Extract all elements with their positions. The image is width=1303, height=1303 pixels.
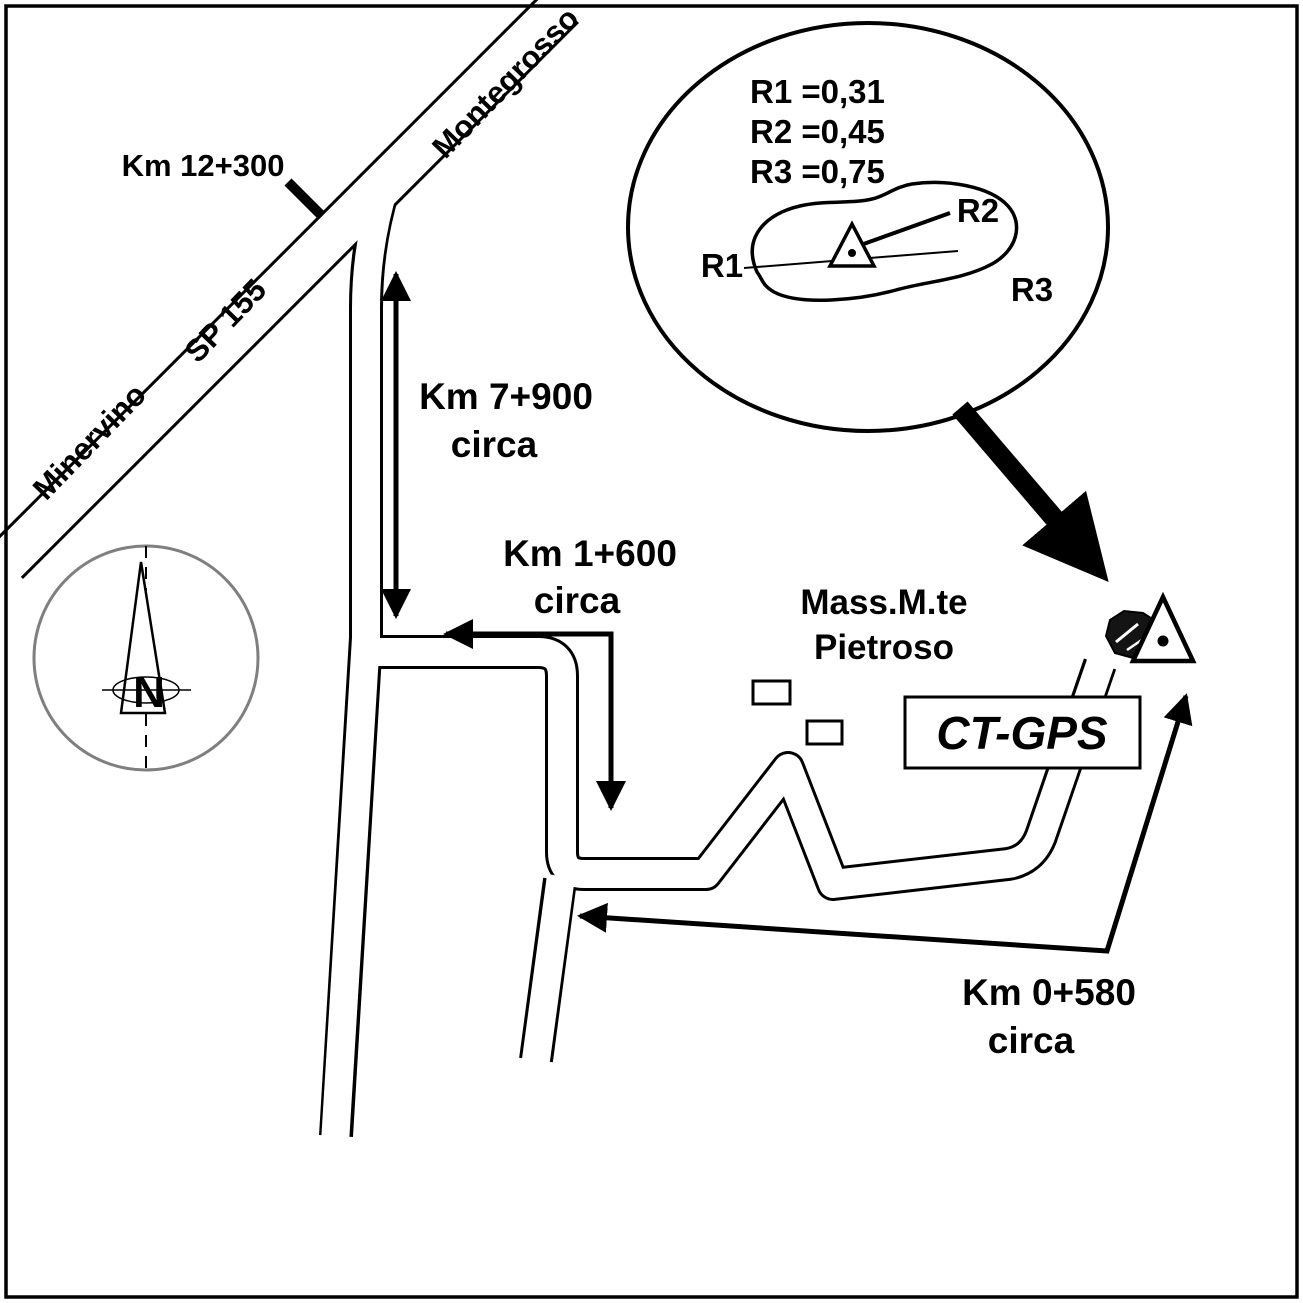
- farm-building-1: [751, 679, 792, 706]
- compass-rose: N: [32, 544, 260, 772]
- km-0-580-circa-label: circa: [988, 1020, 1075, 1061]
- km-12-300-tick: [284, 178, 326, 220]
- main-road-surface: [0, 0, 584, 584]
- mass-mte-pietroso-label-line2: Pietroso: [814, 628, 954, 667]
- montegrosso-label: Montegrosso: [425, 1, 585, 165]
- compass-pivot: [112, 676, 180, 704]
- south-track-surface: [521, 874, 575, 1069]
- callout-arrow: [952, 401, 1109, 582]
- inset-station-dot: [848, 249, 856, 257]
- r2-value-label: R2 =0,45: [750, 113, 885, 150]
- farm-building-2: [805, 719, 844, 746]
- km-0-580-label: Km 0+580: [962, 972, 1136, 1013]
- km-0-580-arrow: [577, 693, 1193, 954]
- inset-station-triangle-icon: [827, 220, 877, 268]
- km-7-900-circa-label: circa: [451, 424, 538, 465]
- compass-needle-icon: [119, 561, 167, 715]
- ct-gps-box: [903, 695, 1142, 770]
- map-border: [4, 4, 1299, 1299]
- site-outline-blob: [750, 180, 1019, 302]
- km-12-300-label: Km 12+300: [122, 148, 285, 183]
- r3-value-label: R3 =0,75: [750, 153, 885, 190]
- gps-station-dot: [1157, 635, 1169, 647]
- compass-north-label: N: [133, 668, 165, 717]
- rock-highlight: [1115, 622, 1139, 644]
- r2-sight-line: [857, 211, 951, 248]
- km-1-600-circa-label: circa: [534, 580, 621, 621]
- r2-point-label: R2: [957, 192, 999, 229]
- gps-station-triangle-icon: [1129, 591, 1197, 664]
- r1-value-label: R1 =0,31: [750, 73, 885, 110]
- branch-road-surface: [321, 179, 399, 1144]
- r1-point-label: R1: [701, 247, 743, 284]
- mass-mte-pietroso-label-line1: Mass.M.te: [800, 583, 967, 622]
- r3-point-label: R3: [1011, 271, 1053, 308]
- km-7-900-label: Km 7+900: [419, 376, 593, 417]
- ct-gps-label: CT-GPS: [936, 707, 1108, 759]
- km-1-600-label: Km 1+600: [503, 533, 677, 574]
